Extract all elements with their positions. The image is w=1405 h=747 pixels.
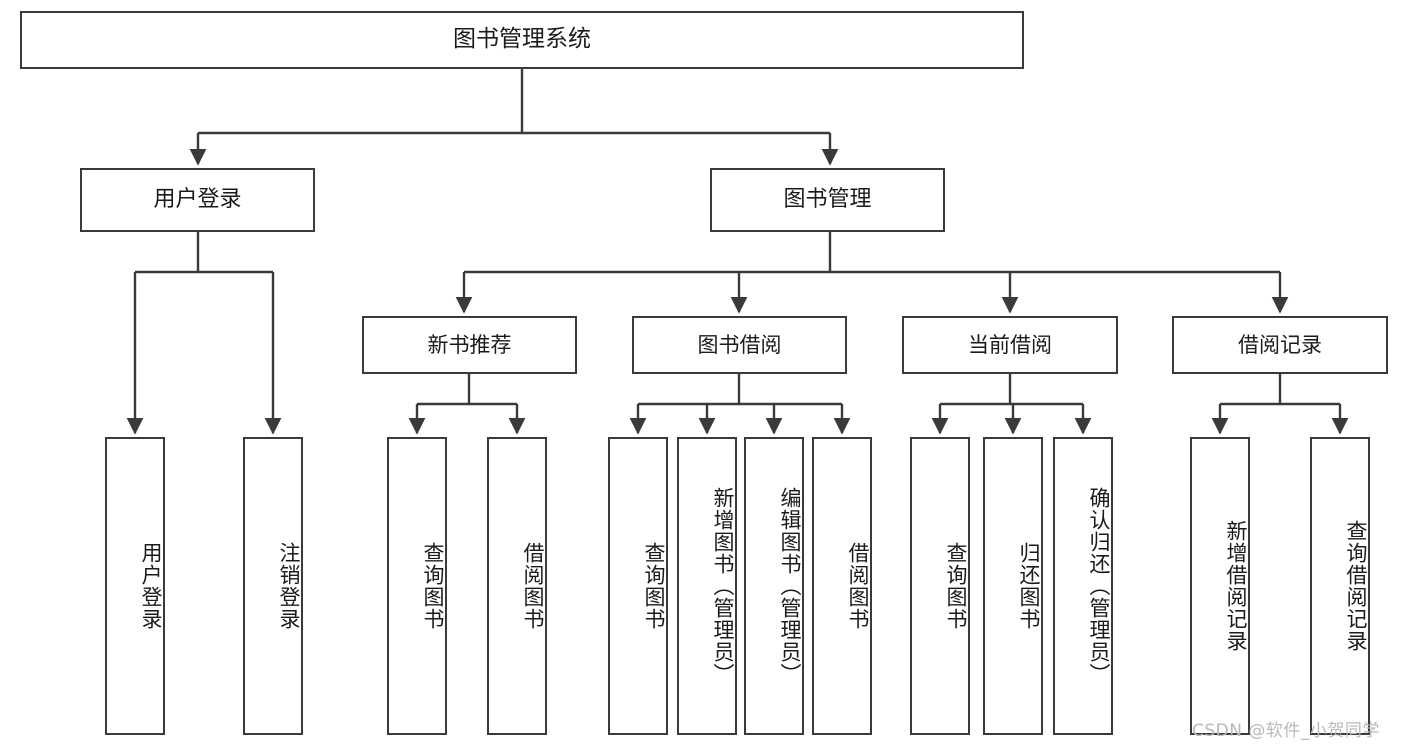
leaf-node-label: 查询图书 — [944, 542, 968, 630]
leaf-node[interactable]: 查询借阅记录 — [1310, 437, 1370, 735]
node-book-management-label: 图书管理 — [783, 187, 872, 213]
node-new-book-recommend[interactable]: 新书推荐 — [362, 316, 577, 374]
leaf-node[interactable]: 编辑图书（管理员） — [744, 437, 804, 735]
leaf-node-label: 注销登录 — [277, 542, 301, 630]
node-root-label: 图书管理系统 — [453, 26, 591, 53]
node-book-borrow[interactable]: 图书借阅 — [632, 316, 847, 374]
node-current-borrow-label: 当前借阅 — [968, 332, 1052, 357]
node-book-borrow-label: 图书借阅 — [697, 332, 782, 357]
leaf-node-label: 借阅图书 — [846, 542, 870, 630]
leaf-node[interactable]: 新增借阅记录 — [1190, 437, 1250, 735]
node-user-login[interactable]: 用户登录 — [80, 168, 315, 232]
node-current-borrow[interactable]: 当前借阅 — [902, 316, 1118, 374]
leaf-node-label: 用户登录 — [139, 542, 163, 630]
node-root[interactable]: 图书管理系统 — [20, 11, 1024, 69]
leaf-node-label: 编辑图书（管理员） — [778, 487, 802, 685]
leaf-node[interactable]: 查询图书 — [608, 437, 668, 735]
leaf-node-label: 确认归还（管理员） — [1087, 487, 1111, 685]
leaf-node-label: 归还图书 — [1017, 542, 1041, 630]
csdn-watermark: CSDN @软件_小贺同学 — [1192, 721, 1380, 741]
leaf-node[interactable]: 借阅图书 — [487, 437, 547, 735]
leaf-node[interactable]: 注销登录 — [243, 437, 303, 735]
leaf-node-label: 查询图书 — [642, 542, 666, 630]
node-new-book-recommend-label: 新书推荐 — [427, 332, 512, 357]
leaf-node[interactable]: 借阅图书 — [812, 437, 872, 735]
leaf-node[interactable]: 查询图书 — [910, 437, 970, 735]
leaf-node-label: 新增借阅记录 — [1224, 520, 1248, 652]
node-borrow-records[interactable]: 借阅记录 — [1172, 316, 1388, 374]
node-user-login-label: 用户登录 — [153, 187, 242, 213]
leaf-node-label: 查询借阅记录 — [1344, 520, 1368, 652]
leaf-node[interactable]: 查询图书 — [387, 437, 447, 735]
leaf-node-label: 新增图书（管理员） — [711, 487, 735, 685]
leaf-node[interactable]: 确认归还（管理员） — [1053, 437, 1113, 735]
leaf-node[interactable]: 新增图书（管理员） — [677, 437, 737, 735]
leaf-node[interactable]: 归还图书 — [983, 437, 1043, 735]
node-book-management[interactable]: 图书管理 — [710, 168, 945, 232]
leaf-node[interactable]: 用户登录 — [105, 437, 165, 735]
leaf-node-label: 借阅图书 — [521, 542, 545, 630]
leaf-node-label: 查询图书 — [421, 542, 445, 630]
node-borrow-records-label: 借阅记录 — [1238, 332, 1322, 357]
